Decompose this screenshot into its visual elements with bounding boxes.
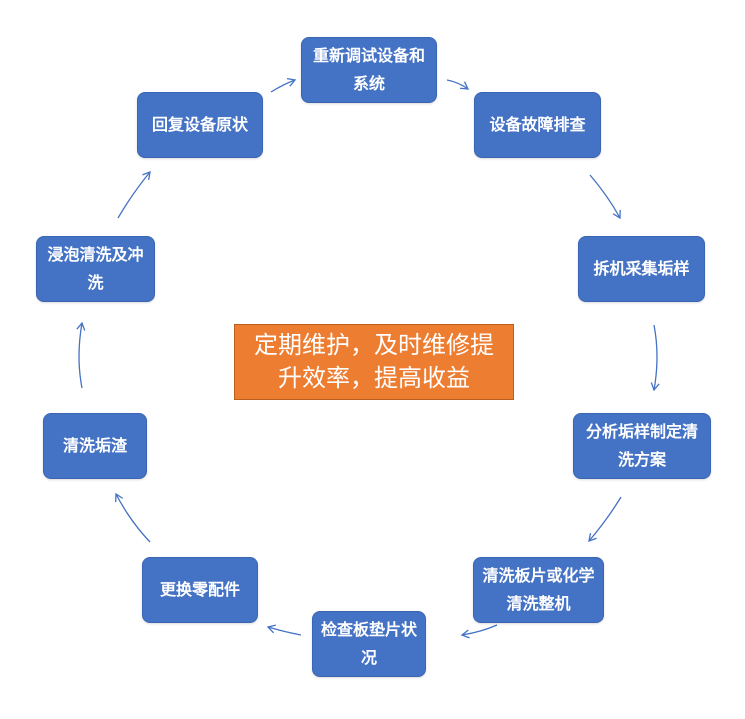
- arrow-inspect-to-sample: [589, 174, 621, 220]
- node-restore: 回复设备原状: [137, 92, 263, 158]
- node-label: 浸泡清洗及冲洗: [47, 245, 144, 292]
- node-label: 设备故障排查: [489, 115, 586, 134]
- node-retune: 重新调试设备和系统: [301, 37, 437, 103]
- node-replace-parts: 更换零配件: [142, 557, 258, 623]
- arrow-replace-to-cleanscale: [115, 492, 151, 543]
- arrow-retune-to-inspect: [446, 79, 470, 90]
- node-clean-plate: 清洗板片或化学清洗整机: [473, 557, 604, 623]
- arrow-cleanplate-to-gasket: [460, 624, 498, 639]
- center-slogan-text: 定期维护，及时维修提升效率，提高收益: [254, 331, 494, 392]
- arrow-soak-to-restore: [117, 170, 151, 219]
- node-label: 清洗板片或化学清洗整机: [482, 566, 595, 613]
- node-label: 回复设备原状: [151, 115, 248, 134]
- node-label: 重新调试设备和系统: [312, 46, 425, 93]
- node-soak-rinse: 浸泡清洗及冲洗: [36, 236, 155, 302]
- node-analyze: 分析垢样制定清洗方案: [573, 413, 711, 479]
- node-label: 分析垢样制定清洗方案: [585, 422, 698, 469]
- arrow-sample-to-analyze: [650, 324, 660, 392]
- node-inspect: 设备故障排查: [474, 92, 601, 158]
- node-sample: 拆机采集垢样: [578, 236, 705, 302]
- node-label: 更换零配件: [159, 580, 240, 599]
- arrow-cleanscale-to-soak: [76, 321, 86, 389]
- node-clean-scale: 清洗垢渣: [43, 413, 147, 479]
- arrow-analyze-to-cleanplate: [588, 496, 622, 542]
- node-label: 清洗垢渣: [62, 436, 127, 455]
- node-check-gasket: 检查板垫片状况: [312, 611, 426, 677]
- arrow-restore-to-retune: [270, 77, 297, 93]
- node-label: 检查板垫片状况: [321, 620, 418, 667]
- center-slogan: 定期维护，及时维修提升效率，提高收益: [234, 324, 514, 400]
- arrow-gasket-to-replace: [266, 624, 302, 636]
- node-label: 拆机采集垢样: [593, 259, 690, 278]
